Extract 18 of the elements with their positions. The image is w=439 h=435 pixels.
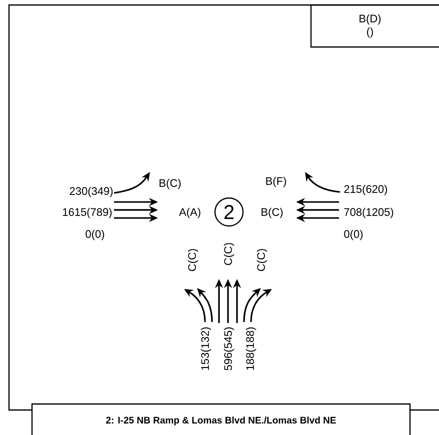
volume-label: 153(132) bbox=[200, 327, 212, 370]
approach-label: B(C) bbox=[262, 208, 283, 218]
label-box: B(D) () bbox=[310, 4, 439, 48]
approach-label: C(C) bbox=[224, 243, 234, 266]
volume-label: 0(0) bbox=[344, 230, 363, 240]
volume-label: 1615(789) bbox=[62, 208, 112, 218]
volume-label: 708(1205) bbox=[344, 208, 394, 218]
volume-label: 215(620) bbox=[344, 184, 388, 196]
volume-label: 0(0) bbox=[86, 230, 104, 240]
volume-label: 596(545) bbox=[224, 327, 234, 370]
approach-label: B(F) bbox=[266, 176, 286, 188]
approach-label: A(A) bbox=[179, 208, 200, 218]
approach-label: C(C) bbox=[256, 249, 268, 272]
title-box: 2: I-25 NB Ramp & Lomas Blvd NE./Lomas Blvd NE bbox=[31, 403, 411, 435]
approach-label: C(C) bbox=[188, 249, 198, 272]
volume-label: 230(349) bbox=[70, 186, 113, 198]
approach-label: B(C) bbox=[160, 178, 181, 190]
volume-label: 188(188) bbox=[246, 327, 256, 370]
